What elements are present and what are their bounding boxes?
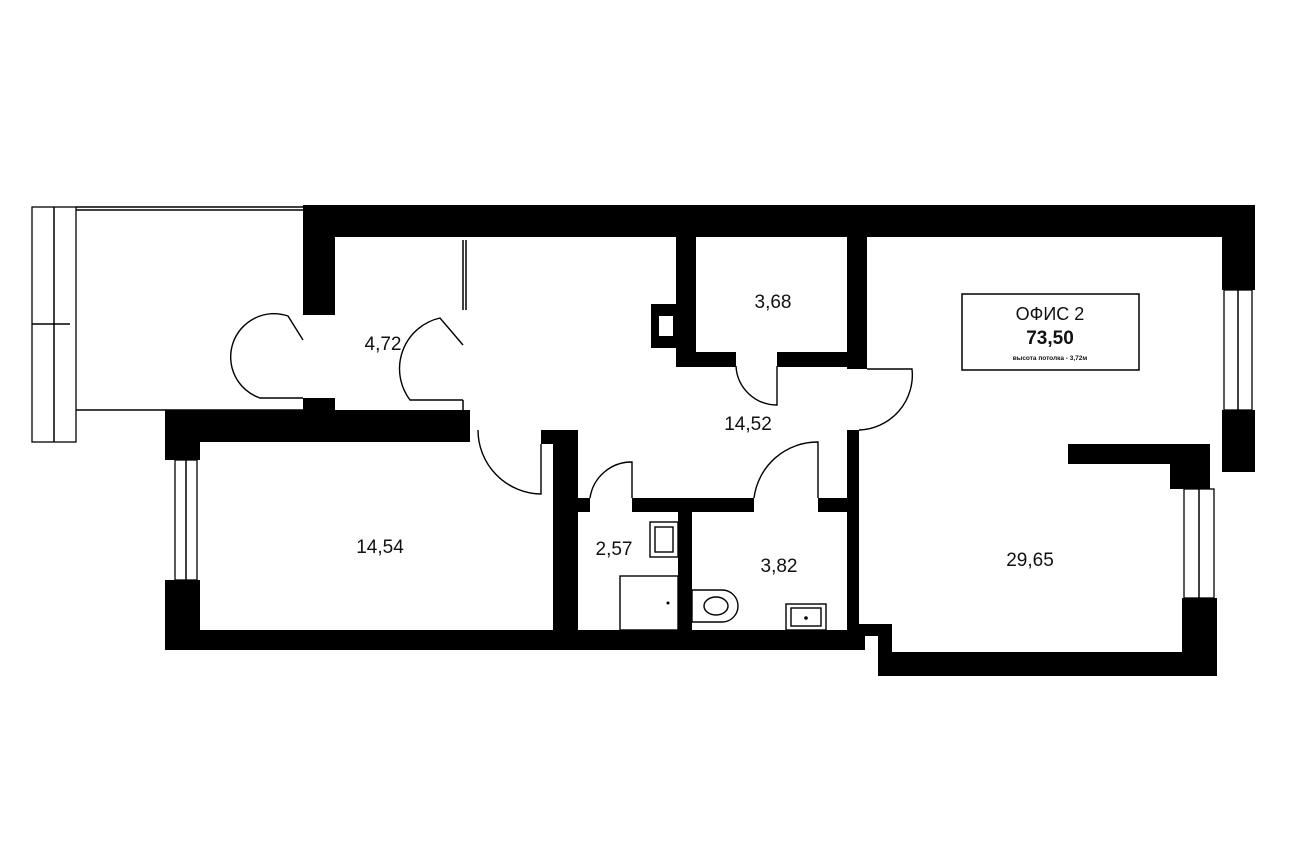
room-label-toilet: 2,57 — [596, 539, 633, 560]
shower-drain — [666, 601, 670, 605]
doors — [229, 240, 914, 499]
door-office-large — [858, 368, 914, 431]
room-labels: 4,72 14,52 3,68 29,65 14,54 2,57 3,82 — [356, 292, 1054, 577]
wall-storage-bottom-right — [777, 352, 867, 367]
wall-right-step — [1170, 444, 1210, 489]
room-label-office-small: 14,54 — [356, 537, 404, 558]
wall-hall-office-large — [847, 430, 859, 630]
wall-bottom-left — [165, 630, 865, 650]
fixtures — [619, 521, 827, 631]
wall-toilet-bath — [678, 512, 692, 640]
infobox-ceiling-height: высота потолка - 3,72м — [1013, 355, 1088, 362]
door-toilet — [589, 461, 633, 499]
wall-bottom-right — [878, 652, 1217, 676]
door-office-small — [477, 429, 542, 495]
wall-bottom-notch — [855, 624, 892, 636]
wall-office-large-stub — [1068, 444, 1188, 464]
wall-bottom-right-left-edge — [878, 624, 892, 676]
windows — [174, 289, 1253, 599]
infobox-frame — [961, 293, 1140, 371]
toilet-seat — [703, 596, 729, 616]
wall-office-small-left-upper — [165, 410, 200, 460]
wall-storage-right — [847, 237, 867, 369]
wall-storage-bottom-left — [676, 352, 736, 367]
door-vestibule — [398, 317, 464, 401]
infobox-area: 73,50 — [1026, 328, 1074, 349]
wall-right-middle — [1222, 410, 1255, 472]
room-label-vestibule: 4,72 — [365, 334, 402, 355]
infobox-title: ОФИС 2 — [1016, 304, 1085, 324]
wall-office-small-right — [553, 430, 578, 640]
wall-right-upper — [1222, 205, 1255, 290]
wall-bath-top-right — [818, 498, 859, 512]
column-core — [659, 316, 673, 336]
door-storage — [735, 365, 778, 406]
wall-office-small-door-jamb — [541, 430, 578, 444]
door-bathroom — [753, 441, 819, 499]
room-label-bathroom: 3,82 — [761, 556, 798, 577]
balcony — [31, 206, 305, 443]
wall-wc-top — [632, 498, 754, 512]
wall-top — [303, 205, 1255, 237]
walls — [165, 205, 1255, 676]
room-label-office-large: 29,65 — [1006, 550, 1054, 571]
interior-walls — [541, 237, 867, 640]
office-infobox: ОФИС 2 73,50 высота потолка - 3,72м — [961, 293, 1140, 371]
sink-bathroom-drain — [804, 616, 808, 620]
room-label-storage: 3,68 — [755, 292, 792, 313]
wall-wc-top-left — [578, 498, 590, 512]
door-balcony — [229, 313, 304, 399]
wall-office-small-top — [165, 410, 470, 442]
wall-vestibule-left-upper — [303, 205, 335, 315]
sink-toilet-room-basin — [654, 526, 674, 553]
room-label-hall: 14,52 — [724, 414, 772, 435]
